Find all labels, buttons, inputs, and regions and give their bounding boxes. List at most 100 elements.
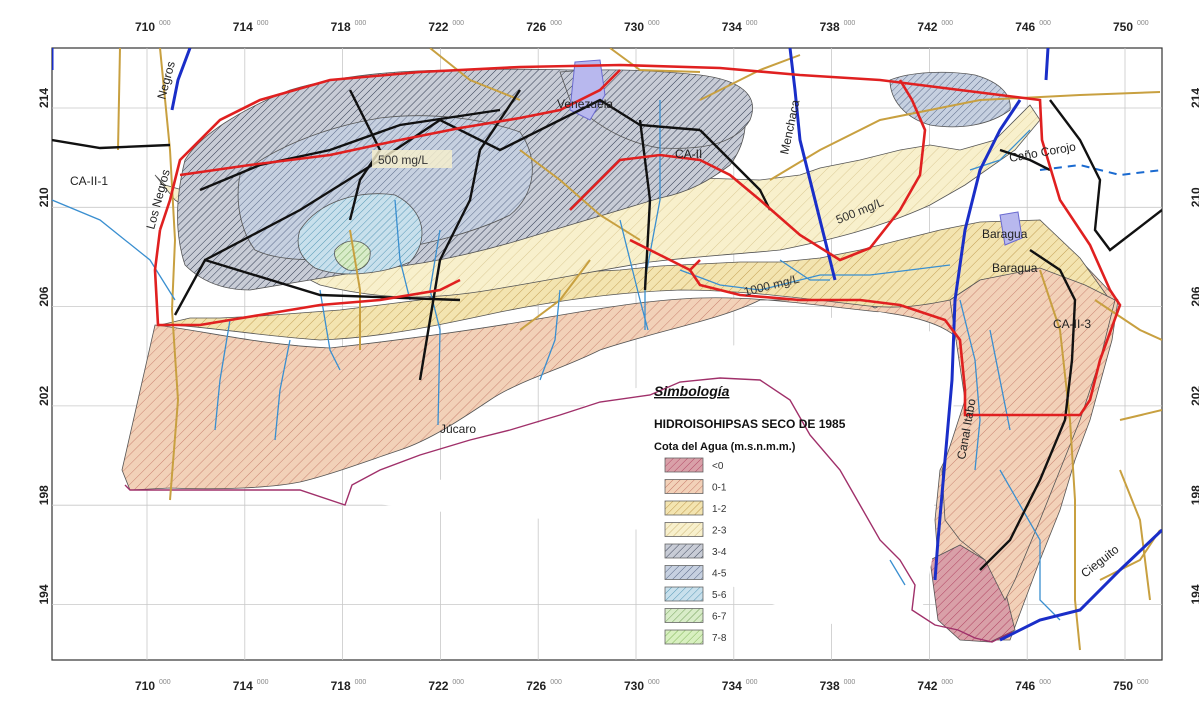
legend-swatch <box>664 565 704 580</box>
legend-swatch <box>664 586 704 602</box>
x-tick-suffix: 000 <box>1039 679 1051 686</box>
legend-item-label: 0-1 <box>712 483 727 494</box>
legend-subtitle: Cota del Agua (m.s.n.m.m.) <box>654 441 796 453</box>
coastline <box>124 377 1013 643</box>
isoline-label-500-west: 500 mg/L <box>378 153 428 167</box>
y-tick-label-right: 202 <box>1189 386 1199 406</box>
legend-items: <0 0-1 1-2 2-3 3-4 4-5 5-6 6-7 7-8 <box>664 457 727 645</box>
x-tick-suffix: 000 <box>941 20 953 27</box>
x-tick-label-top: 726 <box>526 20 546 34</box>
label-ca-ii: CA-II <box>675 147 702 161</box>
y-tick-label-left: 206 <box>37 286 51 306</box>
y-tick-label-right: 210 <box>1189 187 1199 207</box>
x-tick-label-top: 734 <box>722 20 742 34</box>
y-tick-label-right: 194 <box>1189 584 1199 604</box>
no-data-south <box>350 312 955 640</box>
x-tick-label-bottom: 714 <box>233 679 253 693</box>
streams <box>52 100 1061 621</box>
reservoir-baragua <box>999 211 1023 246</box>
dashed-canal <box>1039 163 1162 177</box>
legend-swatch <box>664 500 704 516</box>
x-tick-suffix: 000 <box>452 679 464 686</box>
label-baragua-2: Baragua <box>992 261 1038 275</box>
x-tick-suffix: 000 <box>159 679 171 686</box>
x-tick-label-top: 730 <box>624 20 644 34</box>
legend-item-label: 2-3 <box>712 526 727 537</box>
label-jucaro: Júcaro <box>440 422 476 436</box>
x-tick-suffix: 000 <box>746 20 758 27</box>
y-tick-label-left: 214 <box>37 88 51 108</box>
x-tick-suffix: 000 <box>550 679 562 686</box>
x-tick-suffix: 000 <box>257 20 269 27</box>
x-tick-suffix: 000 <box>648 20 660 27</box>
legend-heading: Simbología <box>654 383 730 399</box>
salinity-isolines <box>153 63 1122 417</box>
legend-item-label: 7-8 <box>712 633 727 644</box>
legend-item-label: <0 <box>712 461 724 472</box>
legend-title: HIDROISOHIPSAS SECO DE 1985 <box>654 417 846 431</box>
x-tick-label-bottom: 726 <box>526 679 546 693</box>
y-tick-label-left: 194 <box>37 584 51 604</box>
x-tick-label-bottom: 734 <box>722 679 742 693</box>
legend-item-label: 6-7 <box>712 612 727 623</box>
study-area-boundary <box>158 63 1122 417</box>
legend-item-label: 1-2 <box>712 504 727 515</box>
x-tick-suffix: 000 <box>1137 679 1149 686</box>
x-tick-suffix: 000 <box>648 679 660 686</box>
legend-swatch <box>664 457 704 473</box>
x-tick-suffix: 000 <box>1039 20 1051 27</box>
legend-swatch <box>664 522 704 537</box>
x-tick-label-bottom: 746 <box>1015 679 1035 693</box>
x-tick-suffix: 000 <box>550 20 562 27</box>
legend-swatch <box>664 479 704 494</box>
legend: Simbología HIDROISOHIPSAS SECO DE 1985 C… <box>654 383 846 645</box>
y-tick-label-left: 198 <box>37 485 51 505</box>
reservoir-venezuela <box>569 59 606 121</box>
legend-swatch <box>664 608 704 623</box>
x-tick-suffix: 000 <box>452 20 464 27</box>
x-tick-suffix: 000 <box>941 679 953 686</box>
x-tick-label-top: 722 <box>428 20 448 34</box>
label-ca-ii-3: CA-II-3 <box>1053 317 1091 331</box>
y-tick-label-left: 202 <box>37 386 51 406</box>
x-tick-suffix: 000 <box>1137 20 1149 27</box>
x-tick-label-top: 718 <box>331 20 351 34</box>
x-tick-label-top: 742 <box>917 20 937 34</box>
zone-6-7 <box>334 240 371 271</box>
x-tick-label-bottom: 742 <box>917 679 937 693</box>
canals <box>52 48 1162 642</box>
railways <box>52 89 1162 571</box>
x-tick-suffix: 000 <box>844 20 856 27</box>
x-tick-label-bottom: 750 <box>1113 679 1133 693</box>
x-tick-label-top: 746 <box>1015 20 1035 34</box>
y-tick-label-right: 198 <box>1189 485 1199 505</box>
legend-swatch <box>664 543 704 559</box>
legend-item-label: 4-5 <box>712 569 727 580</box>
x-tick-suffix: 000 <box>159 20 171 27</box>
label-venezuela: Venezuela <box>557 97 613 111</box>
legend-swatch <box>664 629 704 645</box>
x-tick-label-top: 738 <box>820 20 840 34</box>
x-tick-label-bottom: 722 <box>428 679 448 693</box>
zone-5-6 <box>297 193 423 275</box>
y-tick-label-right: 214 <box>1189 88 1199 108</box>
x-tick-suffix: 000 <box>746 679 758 686</box>
x-tick-suffix: 000 <box>355 679 367 686</box>
x-tick-suffix: 000 <box>844 679 856 686</box>
x-tick-label-bottom: 710 <box>135 679 155 693</box>
roads <box>117 48 1162 651</box>
label-ca-ii-1: CA-II-1 <box>70 174 108 188</box>
y-tick-label-right: 206 <box>1189 286 1199 306</box>
x-tick-label-bottom: 730 <box>624 679 644 693</box>
legend-item-label: 3-4 <box>712 547 727 558</box>
legend-item-label: 5-6 <box>712 590 727 601</box>
label-baragua-1: Baragua <box>982 227 1028 241</box>
y-tick-label-left: 210 <box>37 187 51 207</box>
x-tick-label-top: 750 <box>1113 20 1133 34</box>
x-tick-suffix: 000 <box>355 20 367 27</box>
x-tick-label-bottom: 738 <box>820 679 840 693</box>
x-tick-label-top: 710 <box>135 20 155 34</box>
